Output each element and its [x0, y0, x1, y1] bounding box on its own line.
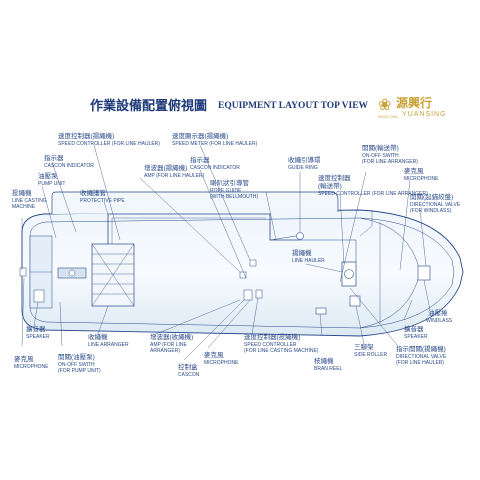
pump-unit-label-zh: 油壓泵	[38, 173, 58, 180]
line-hauler	[341, 261, 357, 287]
dir-valve-hauler-label-zh: 指示開關(揚繩機)	[396, 346, 446, 353]
dir-valve-hauler-label-en1: DIRECTIONAL VALVE	[396, 354, 447, 360]
side-roller-label-zh: 三腳架	[354, 344, 374, 351]
rope-guide-label-en1: ROPE GUIDE	[210, 188, 242, 194]
brand-logo-icon: ❀	[378, 97, 392, 114]
dir-valve-hauler-label-en2: (FOR LINE HAULER)	[396, 360, 445, 366]
amp-arranger-label-zh: 增波器(收繩機)	[150, 334, 194, 341]
speed-controller-casting-label-en2: (FOR LINE CASTING MACHINE)	[244, 348, 319, 354]
line-hauler-label-zh: 揚繩機	[292, 250, 312, 257]
speed-controller-casting-label-en1: SPEED CONTROLLER	[244, 342, 297, 348]
windlass-label-zh: 油壓捲	[428, 310, 448, 317]
onoff-pump-label-en1: ON-OFF SWITH	[58, 362, 95, 368]
line-hauler-label-en: LINE HAULER	[292, 258, 325, 264]
onoff-arranger-label-en2: (FOR LINE ARRANGER)	[362, 159, 418, 165]
bran-reel-label-en: BRAN REEL	[314, 366, 343, 372]
cascon-indicator-2-label-en: CASCON INDICATOR	[190, 165, 240, 171]
speed-controller-casting-label-zh: 速度控制器(投繩機)	[244, 334, 301, 341]
guide-ring-label-en: GUIDE RING	[288, 165, 318, 171]
protective-pipe-label-en: PROTECTIVE PIPE	[80, 198, 125, 204]
page-title-zh: 作業設備配置俯視圖	[90, 98, 208, 113]
windlass-label-en: WINDLASS	[426, 318, 453, 324]
microphone-1-label-zh: 麥克風	[404, 168, 424, 175]
windlass	[417, 265, 431, 281]
cascon-label-en: CASCON	[178, 372, 200, 378]
amp-hauler-label-zh: 增波器(揚繩機)	[144, 165, 188, 172]
protective-pipe	[107, 213, 300, 244]
line-casting-label-en2: MACHINE	[12, 204, 36, 210]
microphone-2-label-zh: 麥克風	[14, 356, 34, 363]
brand-mark: SINCE 1946	[378, 115, 398, 119]
line-arranger-label-en: LINE ARRANGER	[88, 342, 129, 348]
onoff-pump-label-zh: 開關(油壓泵)	[58, 354, 95, 361]
bran-reel	[315, 307, 327, 315]
guide-ring	[296, 232, 304, 240]
page-title-en: EQUIPMENT LAYOUT TOP VIEW	[218, 101, 369, 111]
microphone-1-label-en: MICROPHONE	[404, 176, 439, 182]
speed-controller-arranger-label-zh: 速度控制器	[318, 175, 351, 182]
pump-unit-label-en: PUMP UNIT	[38, 181, 66, 187]
brand-name-en: YUANSING	[402, 111, 447, 118]
speed-controller-hauler-label-en: SPEED CONTROLLER (FOR LINE HAULER)	[58, 141, 160, 147]
microphone-3-label-zh: 麥克風	[204, 352, 224, 359]
rope-guide	[269, 235, 297, 241]
bran-reel-label-zh: 枝繩機	[314, 358, 334, 365]
cascon-box	[243, 289, 253, 301]
side-roller	[349, 295, 361, 307]
onoff-arranger-label-zh: 開關(輸送帶)	[362, 145, 399, 152]
line-casting-label-zh: 投繩機	[12, 190, 32, 197]
onoff-pump-label-en2: (FOR PUMP UNIT)	[58, 368, 101, 374]
speed-meter-label-zh: 速度顯示器(揚繩機)	[172, 133, 229, 140]
speaker-1-label-en: SPEAKER	[26, 334, 50, 340]
cascon-indicator-1-label-en: CASCON INDICATOR	[44, 163, 94, 169]
rope-guide-label-zh: 喇叭狀引導管	[210, 180, 249, 187]
dir-valve-windlass-label-en2: (FOR WINDLASS)	[410, 208, 452, 214]
protective-pipe-label-zh: 收繩護管	[80, 190, 106, 197]
speaker-2-label-en: SPEAKER	[404, 334, 428, 340]
amp-arranger-label-en2: ARRANGER)	[150, 348, 181, 354]
inner-bulwark	[29, 217, 455, 329]
cascon-indicator-2-label-zh: 指示器	[190, 157, 210, 164]
onoff-arranger-label-en1: ON-OFF SWITH	[362, 153, 399, 159]
microphone-3-label-en: MICROPHONE	[204, 360, 239, 366]
line-arranger-label-zh: 收繩機	[88, 334, 108, 341]
dir-valve-windlass-label-zh: 開關(起錨絞盤)	[410, 194, 454, 201]
guide-ring-label-zh: 收繩引導環	[288, 157, 321, 164]
rope-guide-label-en2: (WITH BELLMOUTH)	[210, 194, 259, 200]
speaker-1-label-zh: 擴音器	[26, 326, 46, 333]
speed-meter-label-en: SPEED METER (FOR LINE HAULER)	[172, 141, 258, 147]
brand-name-zh: 源興行	[396, 96, 433, 110]
microphone-2-label-en: MICROPHONE	[14, 364, 49, 370]
speed-controller-hauler-label-zh: 速度控制器(揚繩機)	[58, 133, 115, 140]
amp-arranger-label-en1: AMP (FOR LINE	[150, 342, 187, 348]
cabin-outline	[51, 191, 339, 214]
amp-hauler-label-en: AMP (FOR LINE HAULER)	[144, 173, 205, 179]
line-casting-label-en1: LINE CASTING	[12, 198, 47, 204]
cascon-indicator-1-label-zh: 指示器	[44, 155, 64, 162]
side-roller-label-en: SIDE ROLLER	[354, 352, 388, 358]
speaker-2-label-zh: 擴音器	[404, 326, 424, 333]
speed-controller-arranger-label-en: SPEED CONTROLLER (FOR LINE ARRANGER)	[318, 191, 428, 197]
speed-controller-arranger-label-zh2: (輸送帶)	[318, 183, 342, 190]
dir-valve-windlass-label-en1: DIRECTIONAL VALVE	[410, 202, 461, 208]
cascon-label-zh: 控制盒	[178, 364, 198, 371]
